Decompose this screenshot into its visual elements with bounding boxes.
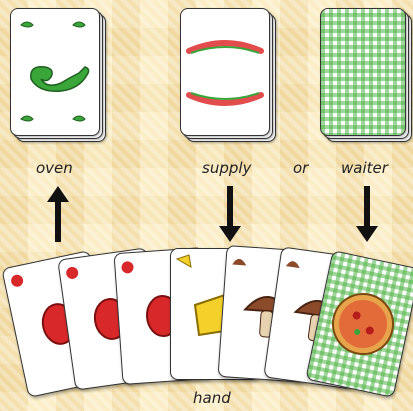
supply-label: supply — [202, 159, 252, 177]
pizza-icon — [332, 293, 394, 355]
waiter-pile[interactable] — [320, 8, 413, 142]
supply-pile-top-card[interactable] — [180, 8, 270, 136]
waiter-label: waiter — [341, 159, 388, 177]
hand-card-pizza-recipe[interactable] — [305, 250, 413, 398]
oven-pile[interactable] — [10, 8, 106, 142]
waiter-pile-top-card[interactable] — [320, 8, 406, 136]
arrow-down-from-supply — [219, 186, 241, 242]
hand-label: hand — [193, 389, 231, 407]
arrow-down-to-waiter — [356, 186, 378, 242]
arrow-up-to-oven — [47, 186, 69, 242]
mamma-mia-logo — [186, 40, 264, 106]
supply-pile[interactable] — [180, 8, 276, 142]
or-label: or — [293, 159, 309, 177]
oven-pile-top-card[interactable] — [10, 8, 100, 136]
oven-label: oven — [36, 159, 73, 177]
pepper-icon — [20, 21, 90, 122]
